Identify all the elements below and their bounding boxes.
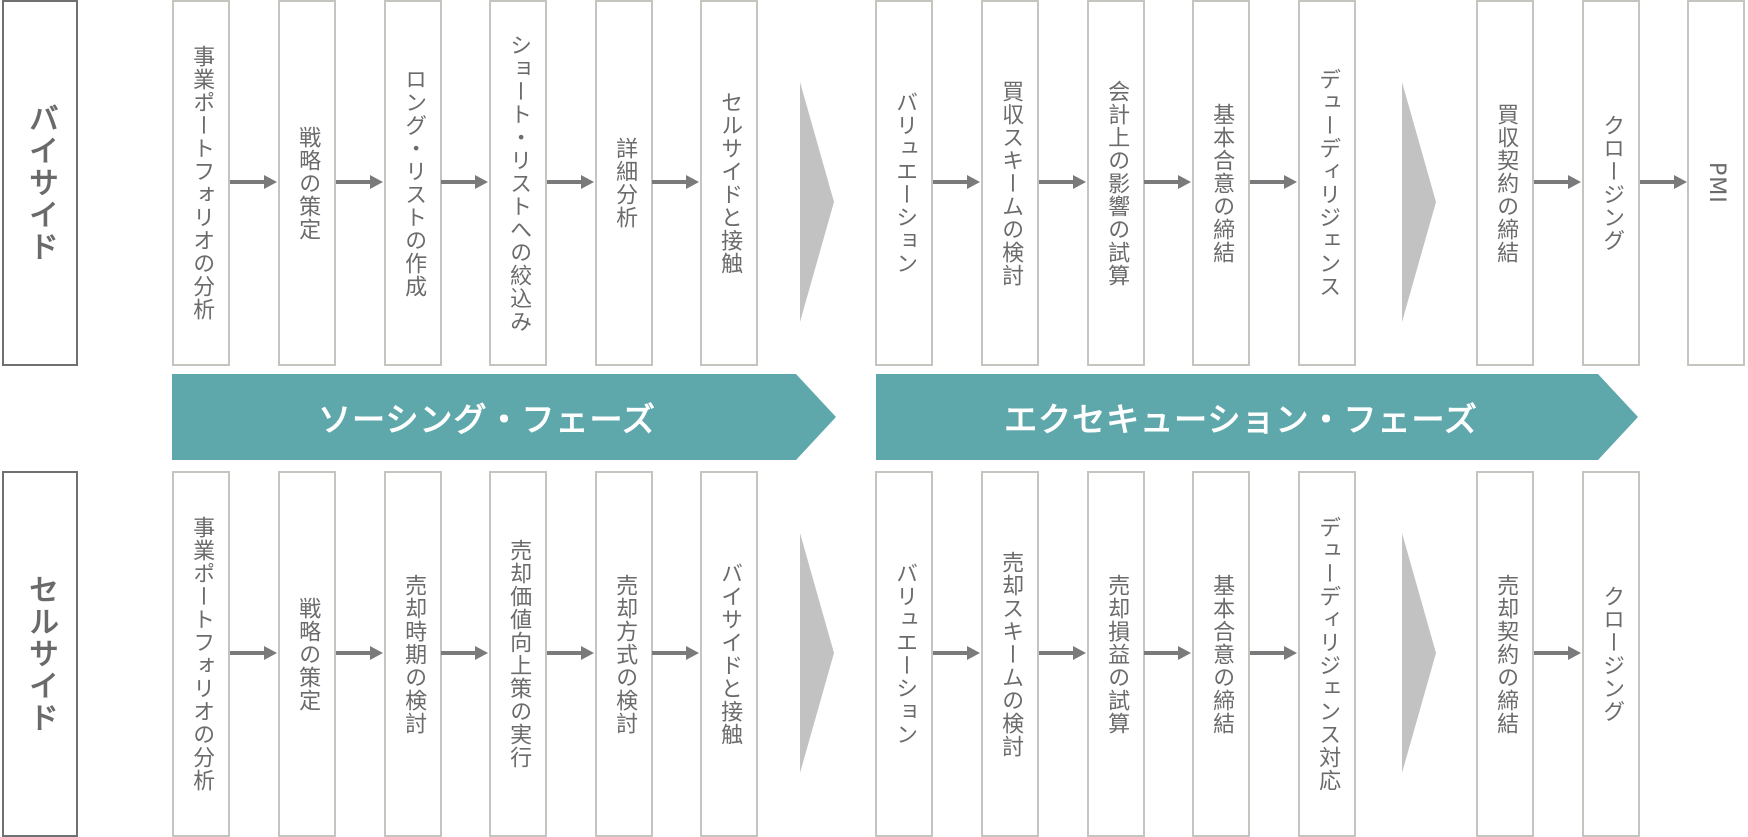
right-arrow-icon bbox=[1250, 175, 1297, 189]
right-arrow-icon bbox=[1144, 175, 1191, 189]
buy-step-label: 事業ポートフォリオの分析 bbox=[189, 45, 215, 321]
sell-step-box: 売却契約の締結 bbox=[1476, 471, 1534, 837]
buy-step-box: 基本合意の締結 bbox=[1192, 0, 1250, 366]
buy-step-label: クロージング bbox=[1599, 114, 1625, 252]
sell-step-box: バリュエーション bbox=[875, 471, 933, 837]
sell-step-box: バイサイドと接触 bbox=[700, 471, 758, 837]
buy-step-box: デューディリジェンス bbox=[1298, 0, 1356, 366]
sell-step-label: 売却契約の締結 bbox=[1493, 573, 1519, 735]
sell-side-label: セルサイド bbox=[23, 574, 58, 734]
buy-step-box: 詳細分析 bbox=[595, 0, 653, 366]
right-arrow-icon bbox=[933, 646, 980, 660]
buy-step-label: ショート・リストへの絞込み bbox=[506, 33, 532, 333]
sell-step-label: 事業ポートフォリオの分析 bbox=[189, 516, 215, 792]
chevron-right-icon bbox=[1402, 533, 1436, 773]
phase-band-sourcing: ソーシング・フェーズ bbox=[172, 374, 836, 460]
right-arrow-icon bbox=[230, 175, 277, 189]
sell-step-label: 戦略の策定 bbox=[295, 596, 321, 712]
right-arrow-icon bbox=[230, 646, 277, 660]
buy-step-label: ロング・リストの作成 bbox=[401, 68, 427, 298]
sell-step-label: 売却時期の検討 bbox=[401, 573, 427, 735]
sell-step-label: デューディリジェンス対応 bbox=[1315, 516, 1341, 792]
buy-step-label: バリュエーション bbox=[892, 91, 918, 275]
buy-step-label: 買収契約の締結 bbox=[1493, 102, 1519, 264]
sell-step-box: 売却方式の検討 bbox=[595, 471, 653, 837]
right-arrow-icon bbox=[1250, 646, 1297, 660]
buy-step-label: 買収スキームの検討 bbox=[998, 79, 1024, 287]
sell-step-label: 売却方式の検討 bbox=[612, 573, 638, 735]
right-arrow-icon bbox=[1534, 646, 1581, 660]
sell-step-box: 売却価値向上策の実行 bbox=[489, 471, 547, 837]
sell-step-label: クロージング bbox=[1599, 585, 1625, 723]
buy-step-label: デューディリジェンス bbox=[1315, 68, 1341, 298]
sell-step-label: 売却価値向上策の実行 bbox=[506, 539, 532, 769]
buy-step-label: セルサイドと接触 bbox=[717, 91, 743, 275]
sell-step-box: 基本合意の締結 bbox=[1192, 471, 1250, 837]
buy-step-box: PMI bbox=[1687, 0, 1745, 366]
sell-step-box: 事業ポートフォリオの分析 bbox=[172, 471, 230, 837]
right-arrow-icon bbox=[336, 175, 383, 189]
chevron-right-icon bbox=[1402, 82, 1436, 322]
buy-step-box: 会計上の影響の試算 bbox=[1087, 0, 1145, 366]
right-arrow-icon bbox=[652, 646, 699, 660]
right-arrow-icon bbox=[1144, 646, 1191, 660]
right-arrow-icon bbox=[547, 646, 594, 660]
buy-side-label: バイサイド bbox=[23, 103, 58, 263]
sell-side-label-box: セルサイド bbox=[2, 471, 78, 837]
right-arrow-icon bbox=[652, 175, 699, 189]
buy-step-label: 会計上の影響の試算 bbox=[1104, 79, 1130, 287]
sell-step-box: クロージング bbox=[1582, 471, 1640, 837]
sell-step-box: 売却時期の検討 bbox=[384, 471, 442, 837]
right-arrow-icon bbox=[336, 646, 383, 660]
buy-step-box: セルサイドと接触 bbox=[700, 0, 758, 366]
sell-step-box: デューディリジェンス対応 bbox=[1298, 471, 1356, 837]
right-arrow-icon bbox=[1534, 175, 1581, 189]
sell-step-box: 売却損益の試算 bbox=[1087, 471, 1145, 837]
right-arrow-icon bbox=[1640, 175, 1687, 189]
buy-step-box: 事業ポートフォリオの分析 bbox=[172, 0, 230, 366]
buy-step-box: バリュエーション bbox=[875, 0, 933, 366]
buy-step-box: ショート・リストへの絞込み bbox=[489, 0, 547, 366]
buy-step-box: 買収契約の締結 bbox=[1476, 0, 1534, 366]
buy-step-label: 基本合意の締結 bbox=[1209, 102, 1235, 264]
buy-step-box: 買収スキームの検討 bbox=[981, 0, 1039, 366]
buy-step-label: 戦略の策定 bbox=[295, 125, 321, 241]
phase-label-execution: エクセキューション・フェーズ bbox=[1004, 400, 1478, 439]
chevron-right-icon bbox=[800, 82, 834, 322]
buy-step-label: 詳細分析 bbox=[612, 137, 638, 229]
sell-step-label: 基本合意の締結 bbox=[1209, 573, 1235, 735]
sell-step-label: バイサイドと接触 bbox=[717, 562, 743, 746]
phase-band-execution: エクセキューション・フェーズ bbox=[876, 374, 1638, 460]
right-arrow-icon bbox=[547, 175, 594, 189]
right-arrow-icon bbox=[441, 175, 488, 189]
chevron-right-icon bbox=[800, 533, 834, 773]
buy-step-box: ロング・リストの作成 bbox=[384, 0, 442, 366]
right-arrow-icon bbox=[933, 175, 980, 189]
phase-label-sourcing: ソーシング・フェーズ bbox=[318, 400, 656, 439]
buy-step-box: クロージング bbox=[1582, 0, 1640, 366]
buy-side-label-box: バイサイド bbox=[2, 0, 78, 366]
sell-step-label: バリュエーション bbox=[892, 562, 918, 746]
buy-step-box: 戦略の策定 bbox=[278, 0, 336, 366]
buy-step-label: PMI bbox=[1704, 162, 1730, 204]
right-arrow-icon bbox=[1039, 175, 1086, 189]
sell-step-label: 売却スキームの検討 bbox=[998, 550, 1024, 758]
sell-step-label: 売却損益の試算 bbox=[1104, 573, 1130, 735]
right-arrow-icon bbox=[441, 646, 488, 660]
sell-step-box: 戦略の策定 bbox=[278, 471, 336, 837]
sell-step-box: 売却スキームの検討 bbox=[981, 471, 1039, 837]
right-arrow-icon bbox=[1039, 646, 1086, 660]
